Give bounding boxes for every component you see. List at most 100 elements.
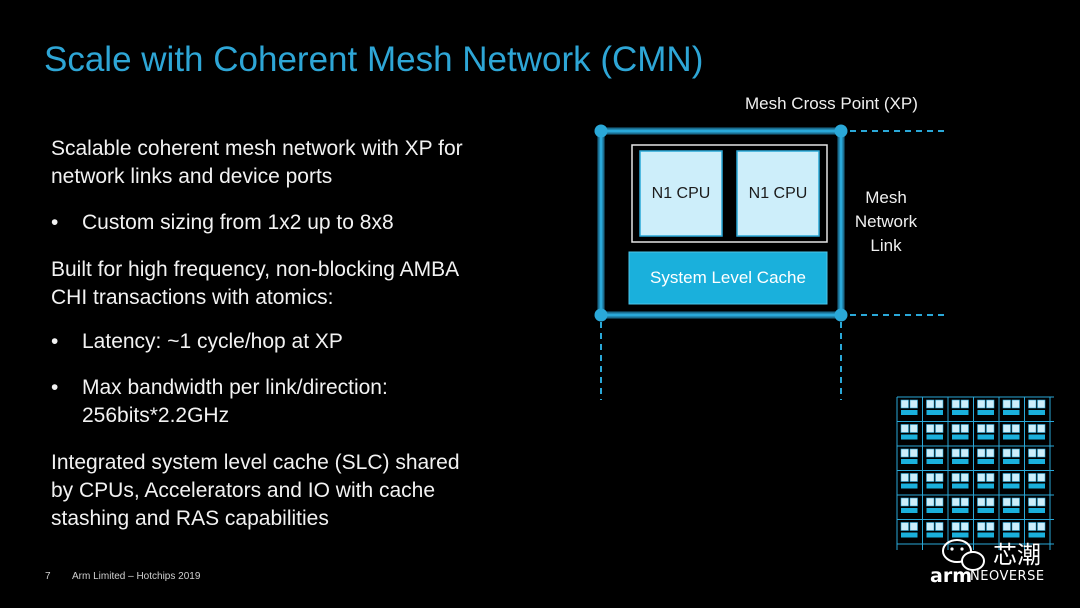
grid-slc-cell (901, 459, 918, 464)
grid-slc-cell (1028, 508, 1045, 513)
grid-slc-cell (1003, 508, 1020, 513)
arm-logo: arm (930, 565, 972, 587)
amba-paragraph: Built for high frequency, non-blocking A… (51, 256, 459, 312)
grid-cpu-cell (986, 522, 995, 531)
bullet-text: Latency: ~1 cycle/hop at XP (82, 330, 343, 353)
grid-cpu-cell (986, 424, 995, 433)
grid-cpu-cell (1011, 473, 1020, 482)
link-label-line-1: Mesh (865, 188, 907, 207)
grid-cpu-cell (935, 497, 944, 507)
grid-cpu-cell (1037, 522, 1046, 531)
grid-cpu-cell (909, 399, 918, 409)
grid-slc-cell (1028, 434, 1045, 440)
xp-node (834, 124, 848, 138)
bullet-text-continued: 256bits*2.2GHz (82, 404, 230, 427)
grid-cpu-cell (951, 497, 960, 507)
grid-cpu-cell (1037, 473, 1046, 482)
grid-cpu-cell (1011, 522, 1020, 531)
grid-slc-cell (977, 508, 994, 513)
grid-slc-cell (926, 434, 943, 440)
grid-slc-cell (926, 459, 943, 464)
grid-cpu-cell (900, 497, 909, 507)
grid-cpu-cell (935, 522, 944, 531)
bullet-text: Custom sizing from 1x2 up to 8x8 (82, 211, 394, 234)
cpu-box-2 (736, 150, 820, 237)
grid-cpu-cell (977, 497, 986, 507)
bullet-dot: • (51, 211, 59, 234)
grid-cpu-cell (926, 522, 935, 531)
grid-cpu-cell (1002, 473, 1011, 482)
grid-slc-cell (1003, 459, 1020, 464)
grid-cpu-cell (977, 424, 986, 433)
grid-cpu-cell (900, 399, 909, 409)
grid-slc-cell (1003, 483, 1020, 489)
grid-cpu-cell (909, 522, 918, 531)
grid-slc-cell (901, 410, 918, 415)
link-label-line-3: Link (870, 236, 902, 255)
grid-cpu-cell (1002, 399, 1011, 409)
grid-cpu-cell (926, 448, 935, 458)
grid-cpu-cell (960, 473, 969, 482)
grid-cpu-cell (900, 473, 909, 482)
grid-slc-cell (952, 410, 969, 415)
grid-slc-cell (901, 434, 918, 440)
grid-cpu-cell (1028, 522, 1037, 531)
grid-cpu-cell (1037, 399, 1046, 409)
grid-cpu-cell (1028, 448, 1037, 458)
grid-slc-cell (901, 532, 918, 538)
grid-slc-cell (977, 410, 994, 415)
grid-cpu-cell (926, 473, 935, 482)
cpu-cluster-outline (631, 144, 828, 243)
xp-node (594, 124, 608, 138)
grid-cpu-cell (986, 448, 995, 458)
grid-cpu-cell (1028, 473, 1037, 482)
cpu-1-label: N1 CPU (651, 185, 711, 202)
grid-cpu-cell (900, 448, 909, 458)
slc-label: System Level Cache (650, 268, 806, 287)
grid-slc-cell (977, 532, 994, 538)
neoverse-logo: NEOVERSE (970, 569, 1045, 584)
amba-line-1: Built for high frequency, non-blocking A… (51, 258, 460, 281)
grid-cpu-cell (951, 399, 960, 409)
grid-slc-cell (1003, 434, 1020, 440)
xp-node (834, 308, 848, 322)
grid-slc-cell (926, 483, 943, 489)
slc-paragraph: Integrated system level cache (SLC) shar… (51, 449, 460, 533)
grid-slc-cell (952, 434, 969, 440)
grid-slc-cell (1028, 459, 1045, 464)
grid-cpu-cell (977, 522, 986, 531)
grid-slc-cell (1028, 410, 1045, 415)
slc-box (628, 251, 828, 305)
grid-slc-cell (952, 508, 969, 513)
grid-slc-cell (1028, 483, 1045, 489)
xp-node (594, 308, 608, 322)
intro-paragraph: Scalable coherent mesh network with XP f… (51, 135, 463, 191)
grid-cpu-cell (960, 497, 969, 507)
grid-cpu-cell (935, 473, 944, 482)
grid-cpu-cell (1037, 497, 1046, 507)
grid-cpu-cell (1011, 448, 1020, 458)
grid-slc-cell (952, 459, 969, 464)
grid-cpu-cell (1028, 424, 1037, 433)
grid-slc-cell (952, 483, 969, 489)
grid-cpu-cell (960, 424, 969, 433)
grid-cpu-cell (1028, 497, 1037, 507)
grid-cpu-cell (960, 448, 969, 458)
grid-cpu-cell (909, 448, 918, 458)
cpu-2-label: N1 CPU (748, 185, 808, 202)
grid-cpu-cell (926, 497, 935, 507)
mesh-grid-thumbnail (896, 396, 1054, 550)
grid-slc-cell (1003, 532, 1020, 538)
footer-text: Arm Limited – Hotchips 2019 (72, 571, 201, 582)
mesh-network-link (599, 129, 843, 317)
page-number: 7 (45, 571, 51, 582)
grid-slc-cell (926, 532, 943, 538)
grid-slc-cell (926, 410, 943, 415)
bullet-dot: • (51, 330, 59, 353)
grid-cpu-cell (935, 424, 944, 433)
grid-slc-cell (952, 532, 969, 538)
grid-cpu-cell (986, 473, 995, 482)
intro-line-2: network links and device ports (51, 165, 333, 188)
grid-cpu-cell (977, 473, 986, 482)
